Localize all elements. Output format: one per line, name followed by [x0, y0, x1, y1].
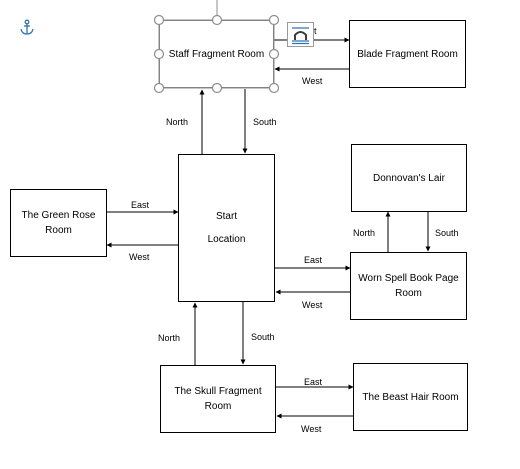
- label-worn-donnovan-north: North: [353, 228, 375, 238]
- label-staff-blade-east: t: [314, 26, 317, 36]
- label-start-worn-east: East: [304, 255, 323, 265]
- label-worn-start-west: West: [302, 300, 323, 310]
- label-start-staff-north: North: [166, 117, 188, 127]
- label-green-start-east: East: [131, 200, 150, 210]
- room-skull-fragment[interactable]: The Skull Fragment Room: [160, 365, 276, 433]
- label-skull-start-north: North: [158, 333, 180, 343]
- label-beast-skull-west: West: [301, 424, 322, 434]
- layout-options-icon[interactable]: [287, 22, 314, 47]
- anchor-icon[interactable]: [18, 19, 36, 37]
- room-label: The Skull Fragment Room: [174, 386, 262, 412]
- label-blade-staff-west: West: [302, 76, 323, 86]
- room-green-rose[interactable]: The Green Rose Room: [10, 189, 107, 257]
- room-label: Worn Spell Book Page Room: [358, 273, 459, 299]
- room-label-line-1: Start: [215, 211, 238, 222]
- label-skull-beast-east: East: [304, 377, 323, 387]
- room-worn-spell-book[interactable]: Worn Spell Book Page Room: [350, 252, 467, 320]
- room-label: The Beast Hair Room: [362, 391, 459, 403]
- label-start-green-west: West: [129, 252, 150, 262]
- room-start-location[interactable]: Start Location: [178, 154, 275, 302]
- room-label: Donnovan's Lair: [373, 172, 445, 184]
- room-label: Staff Fragment Room: [168, 48, 265, 60]
- room-blade-fragment[interactable]: Blade Fragment Room: [349, 20, 466, 88]
- room-label: The Green Rose Room: [21, 210, 96, 236]
- room-beast-hair[interactable]: The Beast Hair Room: [353, 363, 468, 431]
- room-label: Blade Fragment Room: [357, 48, 458, 60]
- label-staff-start-south: South: [253, 117, 277, 127]
- room-label-line-2: Location: [207, 234, 246, 245]
- room-staff-fragment[interactable]: Staff Fragment Room: [159, 20, 274, 88]
- label-start-skull-south: South: [251, 332, 275, 342]
- label-donnovan-worn-south: South: [435, 228, 459, 238]
- room-donnovans-lair[interactable]: Donnovan's Lair: [351, 144, 467, 212]
